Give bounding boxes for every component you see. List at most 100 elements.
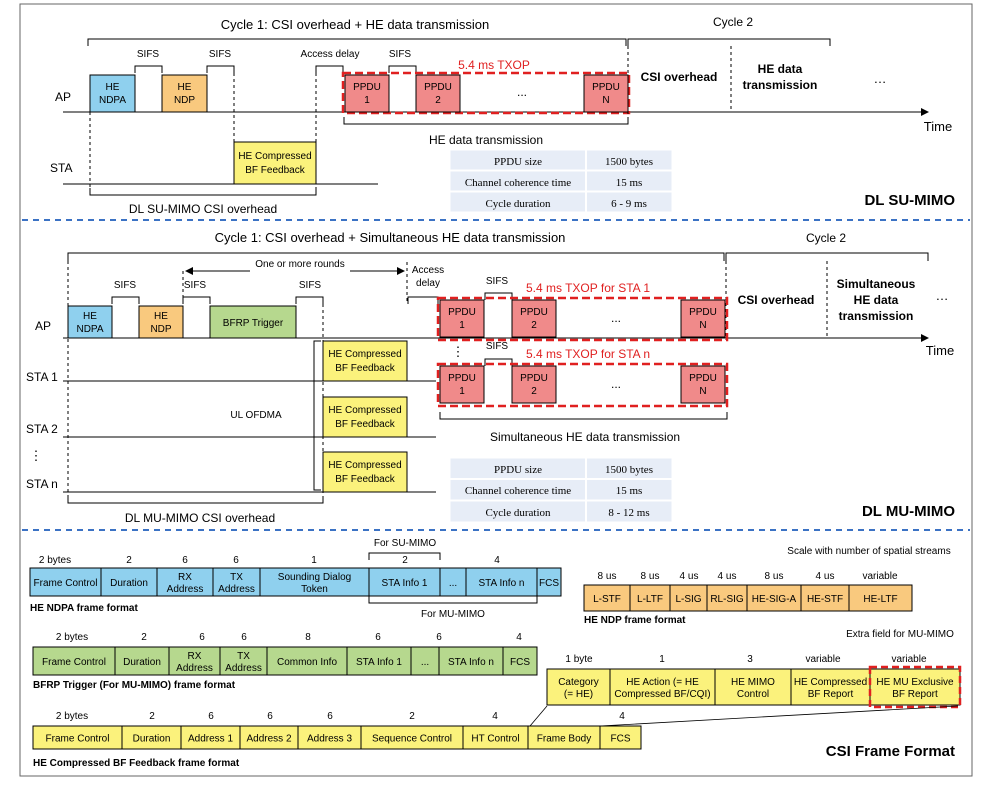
ndp-field-6-text: HE-LTF [863,594,897,605]
su-csi-label: DL SU-MIMO CSI overhead [129,202,277,216]
mu-sifs-4: SIFS [486,276,509,287]
mu-txop1-box [436,296,729,342]
fb-field-8 [599,725,642,750]
bfrp-field-6-text: ... [421,657,429,668]
su-table-r2-k: Channel coherence time [465,177,571,189]
ndp-size-1: 8 us [641,571,660,582]
su-csi-overhead: CSI overhead [641,70,718,84]
mu-access-l2: delay [416,278,440,289]
ndpa-caption: HE NDPA frame format [30,603,138,614]
mu-feedback-2-l1: HE Compressed [328,405,401,416]
action-fields: Category(= HE)HE Action (= HECompressed … [546,668,961,706]
mu-a-ppdu-2-l2: 2 [531,320,537,331]
ndpa-field-1-text: Duration [110,578,148,589]
fb-size-0: 2 bytes [56,711,88,722]
mu-table-bg [449,457,673,523]
ndpa-field-5-text: STA Info 1 [382,578,428,589]
ndp-field-2-text: L-SIG [675,594,701,605]
su-he-ndp-l1: HE [178,82,192,93]
ndpa-field-3-text-1: Address [218,584,255,595]
mu-a-ppdu-1-l1: PPDU [448,307,476,318]
su-he-ndpa-l1: HE [106,82,120,93]
mu-title: DL MU-MIMO [862,503,955,520]
mu-b-ppdu-2-l1: PPDU [520,373,548,384]
su-cycle1-label: Cycle 1: CSI overhead + HE data transmis… [221,17,489,32]
act-field-0-text-0: Category [558,677,599,688]
mu-rounds-label: One or more rounds [255,259,345,270]
bfrp-field-8 [502,646,538,676]
su-feedback-l2: BF Feedback [245,165,305,176]
su-ppdu-1-l2: 1 [364,95,370,106]
mu-table-r2-v: 15 ms [616,485,643,497]
ndp-field-4 [746,584,802,612]
mu-access-l1: Access [412,265,444,276]
su-he-ndp-l2: NDP [174,95,195,106]
mu-he-ndp-box [138,305,184,339]
su-sifs-1: SIFS [137,49,160,60]
fb-field-0-text: Frame Control [46,734,110,745]
mu-he-ndpa-l1: HE [83,311,97,322]
act-field-4 [869,668,961,706]
mu-sta-vdots: ⋮ [30,448,43,463]
mu-a-ppdu-1-l2: 1 [459,320,465,331]
bfrp-field-7-text: STA Info n [448,657,494,668]
bfrp-size-6: 6 [436,632,442,643]
su-ppdu-n-box [583,74,629,113]
mu-vdots: ⋮ [452,344,465,359]
frame-format-title: CSI Frame Format [826,743,955,760]
bfrp-size-0: 2 bytes [56,632,88,643]
act-field-1-text-0: HE Action (= HE [626,677,699,688]
ndp-field-5-text: HE-STF [807,594,843,605]
su-csi-brace [89,188,317,196]
su-feedback-box [233,141,317,185]
ndpa-size-1: 2 [126,555,132,566]
su-sifs-1-bracket [134,65,163,73]
ndp-scale-note: Scale with number of spatial streams [787,546,950,557]
act-field-3 [790,668,871,706]
ndpa-size-3: 6 [233,555,239,566]
su-ppdu-2-l1: PPDU [424,82,452,93]
mu-sifs-3: SIFS [299,280,322,291]
su-he-data-l1: HE data [758,62,803,76]
fb-field-5-text: Sequence Control [372,734,452,745]
su-ppdu-dots: ... [517,85,527,99]
mu-cycle1-label: Cycle 1: CSI overhead + Simultaneous HE … [215,230,566,245]
ndpa-field-2-text-0: RX [178,572,192,583]
zoom-line-left [529,705,548,727]
mu-feedback-2-l2: BF Feedback [335,419,395,430]
su-he-data-l2: transmission [743,78,818,92]
su-feedback-l1: HE Compressed [238,151,311,162]
su-title: DL SU-MIMO [864,192,955,209]
mu-table-r1-k: PPDU size [494,464,542,476]
mu-csi-overhead: CSI overhead [738,293,815,307]
ndpa-field-2-text-1: Address [167,584,204,595]
mu-table-r3-v: 8 - 12 ms [608,507,649,519]
su-ppdu-2-box [415,74,461,113]
mu-sim-brace [439,412,728,420]
bfrp-field-4-text: Common Info [277,657,337,668]
ndpa-field-0 [29,567,102,597]
bfrp-size-1: 2 [141,632,147,643]
bfrp-field-7 [438,646,504,676]
mu-feedback-2-box [322,396,408,438]
mu-cycle1-brace [67,252,725,261]
mu-ap-label: AP [35,319,51,333]
mu-txop1-label: 5.4 ms TXOP for STA 1 [526,281,650,295]
ndp-field-2 [669,584,708,612]
mu-feedback-n-l2: BF Feedback [335,474,395,485]
mu-sta2-label: STA 2 [26,422,58,436]
ndpa-field-7-text: STA Info n [479,578,525,589]
fb-size-3: 6 [267,711,273,722]
su-cycle2-label: Cycle 2 [713,15,753,29]
bfrp-size-5: 6 [375,632,381,643]
act-field-0 [546,668,611,706]
ndpa-size-0: 2 bytes [39,555,71,566]
mu-sim-data-l1: Simultaneous [837,277,916,291]
mu-sta1-label: STA 1 [26,370,58,384]
bfrp-field-8-text: FCS [510,657,530,668]
